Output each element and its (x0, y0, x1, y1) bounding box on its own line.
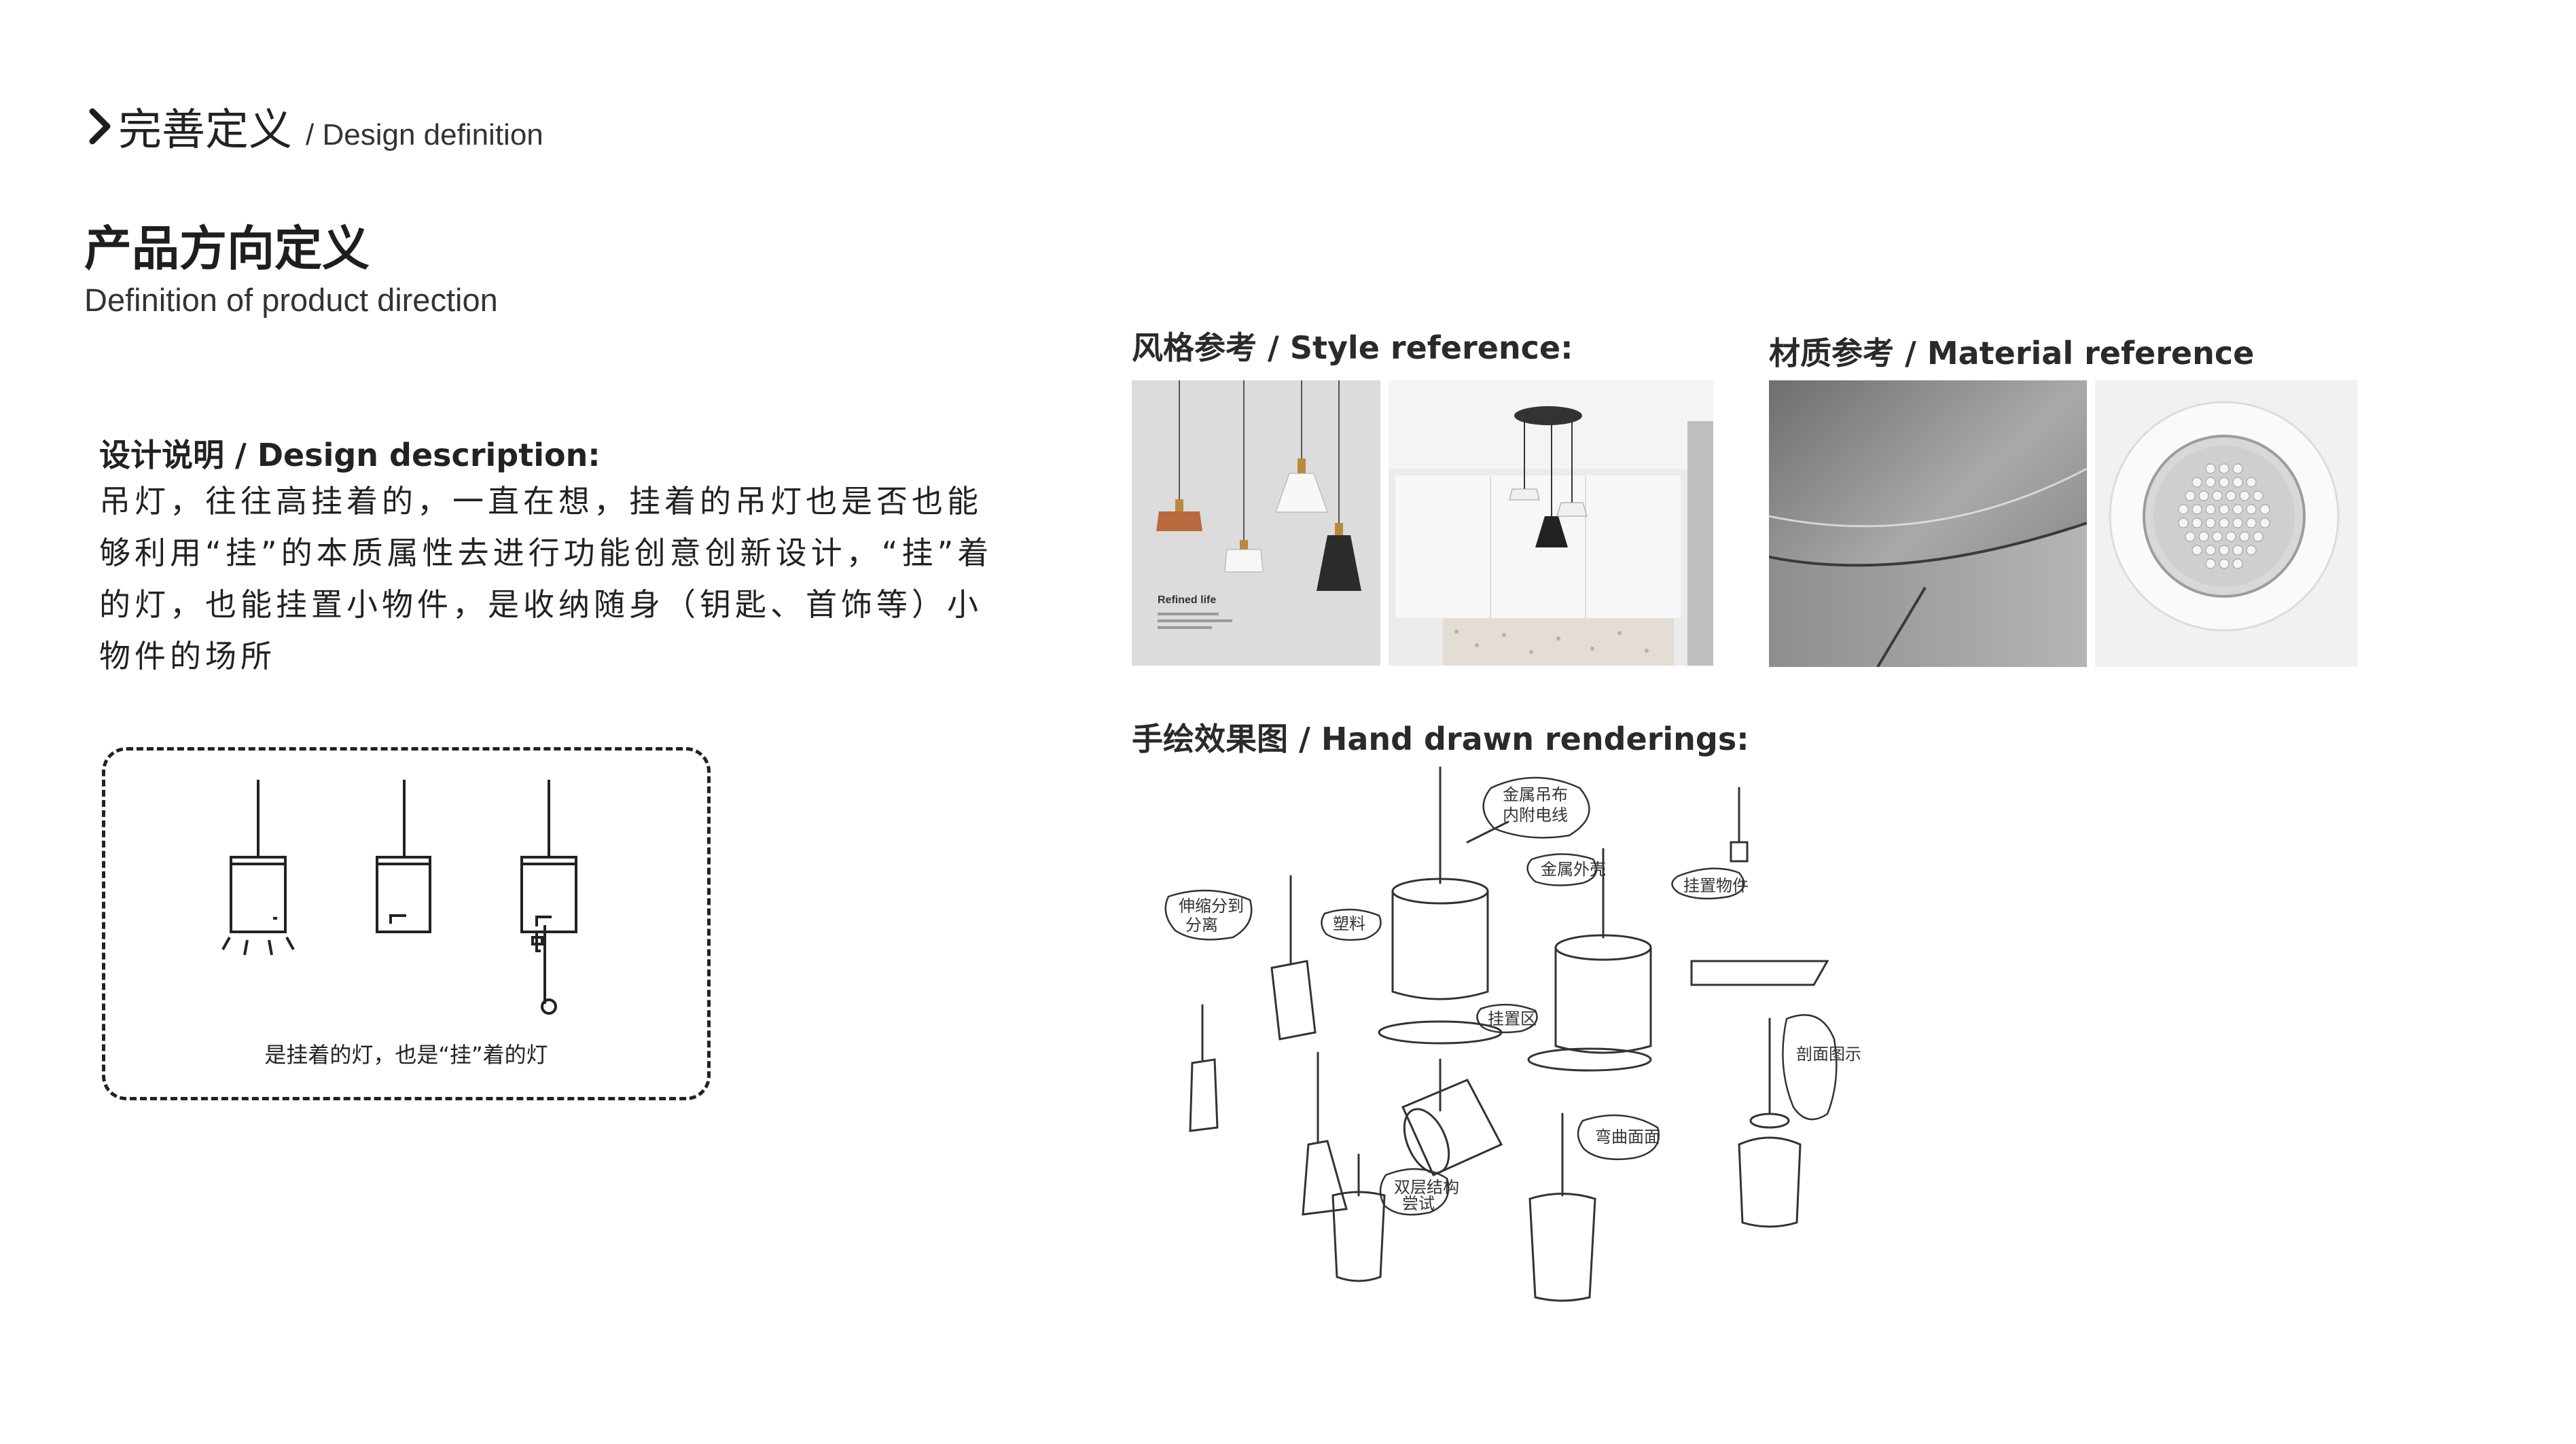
concept-box (102, 747, 711, 1100)
sketch-note-separate: 分离 (1185, 916, 1218, 935)
concept-caption: 是挂着的灯，也是“挂”着的灯 (264, 1042, 548, 1068)
sketch-note-hanging-items: 挂置物件 (1683, 876, 1749, 895)
sketch-note-metal-shell: 金属外壳 (1541, 860, 1606, 879)
sketch-note-telescopic: 伸缩分到 (1179, 897, 1244, 916)
description-label: 设计说明 / Design description: (99, 437, 601, 473)
sketch-note-plastic: 塑料 (1333, 914, 1365, 933)
sketch-note-wire: 内附电线 (1503, 806, 1568, 825)
sketch-note-double-layer: 双层结构 (1394, 1178, 1459, 1197)
section-title: 产品方向定义 (84, 221, 370, 276)
hand-drawn-sketch: 金属吊布 内附电线 金属外壳 挂置物件 伸缩分到 分离 塑料 挂置区 剖面图示 … (1164, 766, 1861, 1302)
sketch-note-curved-surface: 弯曲面面 (1595, 1127, 1660, 1147)
material-photo-metal (1769, 380, 2087, 667)
style-photo-kitchen (1389, 380, 1713, 666)
material-reference-label: 材质参考 / Material reference (1769, 335, 2255, 372)
sketch-note-try: 尝试 (1402, 1194, 1435, 1213)
style-reference-label: 风格参考 / Style reference: (1132, 329, 1573, 366)
page-header: 完善定义 / Design definition (87, 95, 543, 158)
sketch-label: 手绘效果图 / Hand drawn renderings: (1132, 721, 1749, 757)
sketch-note-hanging-area: 挂置区 (1488, 1009, 1537, 1028)
sketch-note-metal-cord: 金属吊布 (1503, 785, 1568, 804)
description-text: 吊灯，往往高挂着的，一直在想，挂着的吊灯也是否也能够利用“挂”的本质属性去进行功… (99, 483, 993, 674)
style-photo-pendant-lamps: Refined life (1132, 380, 1380, 666)
refined-life-text: Refined life (1158, 594, 1216, 606)
chevron-right-icon (89, 108, 111, 145)
header-title: 完善定义 (118, 105, 292, 156)
concept-lamp-diagram (221, 780, 577, 1015)
sketch-note-section: 剖面图示 (1796, 1045, 1861, 1064)
material-photo-acrylic (2095, 380, 2357, 667)
header-subtitle: / Design definition (306, 118, 543, 151)
section-subtitle: Definition of product direction (84, 282, 498, 318)
